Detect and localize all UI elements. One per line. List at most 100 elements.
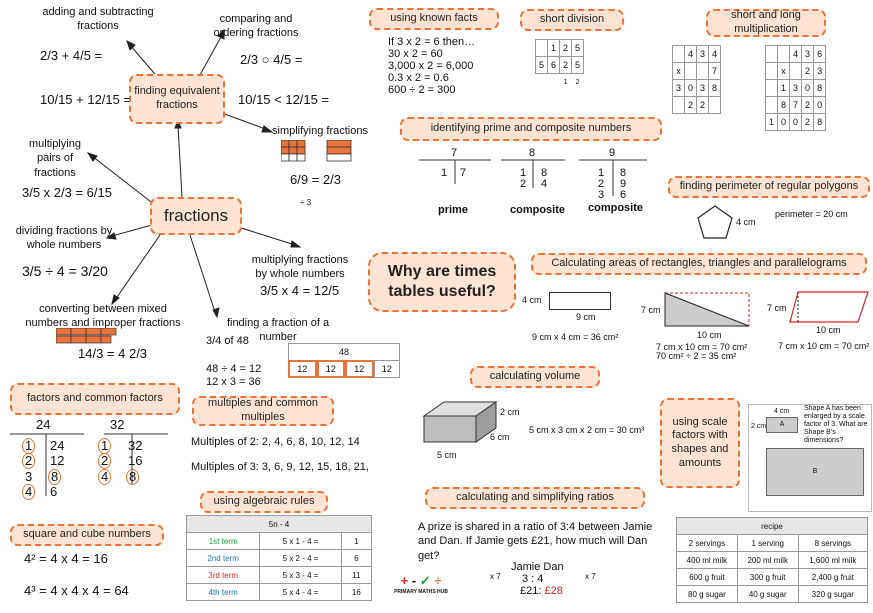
squares-tag: square and cube numbers — [10, 524, 164, 546]
mult-whole-eq: 3/5 x 4 = 12/5 — [260, 283, 340, 298]
cell: 0 — [801, 79, 815, 97]
equivalent-fractions-label: finding equivalent fractions — [134, 85, 220, 111]
cell: 8 — [708, 79, 722, 97]
algebra-label: using algebraic rules — [213, 495, 315, 508]
cell — [534, 39, 549, 57]
recipe-cell: 2,400 g fruit — [797, 568, 869, 586]
ratio-amount-right: £28 — [544, 585, 563, 597]
fraction-of-line2: 12 x 3 = 36 — [206, 376, 261, 388]
factor: 32 — [128, 438, 143, 453]
multiples-of-2: Multiples of 2: 2, 4, 6, 8, 10, 12, 14 — [191, 436, 360, 448]
logo: + - ✓ ÷ PRIMARY MATHS HUB — [391, 573, 451, 607]
cell: 2 — [559, 56, 573, 74]
ratio-names: Jamie Dan — [511, 561, 564, 573]
factor: 4 — [22, 484, 36, 501]
rect-eq: 9 cm x 4 cm = 36 cm² — [532, 332, 619, 342]
ratio-value: 3 : 4 — [522, 573, 544, 585]
parallelogram-shape — [789, 291, 869, 323]
cell — [789, 62, 803, 80]
factors-24: 24 — [36, 417, 51, 432]
multiplying-pairs-eq: 3/5 x 2/3 = 6/15 — [22, 185, 112, 200]
bar-part: 12 — [345, 360, 374, 378]
recipe-cell: 8 servings — [797, 534, 869, 552]
fractions-hub: fractions — [150, 197, 242, 235]
recipe-cell: 600 g fruit — [676, 568, 738, 586]
volume-label: calculating volume — [489, 370, 581, 383]
cell: 1 — [777, 79, 791, 97]
factor: 8 — [541, 167, 548, 179]
bar-part: 12 — [316, 360, 345, 378]
factors-32: 32 — [110, 417, 125, 432]
factor: 1 — [520, 167, 527, 179]
short-division-label: short division — [539, 13, 605, 26]
cell: 4 — [684, 45, 698, 63]
adding-fractions-eq1: 2/3 + 4/5 = — [40, 48, 103, 63]
cell: 3 — [789, 79, 803, 97]
volume-eq: 5 cm x 3 cm x 2 cm = 30 cm³ — [529, 425, 645, 435]
factor: 3 — [598, 189, 605, 201]
small-width: 4 cm — [774, 408, 790, 415]
recipe-cell: 1 serving — [736, 534, 799, 552]
short-division-tag: short division — [520, 9, 624, 31]
fraction-of-eq: 3/4 of 48 — [206, 335, 249, 347]
comparing-fractions-eq2: 10/15 < 12/15 = — [238, 92, 330, 107]
fraction-of-label: finding a fraction of a number — [226, 317, 330, 344]
scale-question: Shape A has been enlarged by a scale fac… — [804, 405, 868, 445]
cell: 8 — [813, 79, 827, 97]
ratios-label: calculating and simplifying ratios — [456, 491, 614, 504]
scale-label: using scale factors with shapes and amou… — [671, 415, 729, 469]
cell: 5 — [571, 39, 585, 57]
known-facts-label: using known facts — [390, 12, 478, 25]
cell: 0 — [789, 113, 803, 131]
cell: 8 — [813, 113, 827, 131]
ratio-amount: £21: £28 — [520, 584, 563, 598]
factor: 2 — [520, 178, 527, 190]
cell — [764, 45, 779, 63]
long-mult-label: short and long multiplication — [731, 9, 801, 35]
factor: 8 — [620, 167, 627, 179]
known-facts-line: 600 ÷ 2 = 300 — [388, 84, 456, 96]
factor: 4 — [98, 469, 112, 486]
cube-eq: 4³ = 4 x 4 x 4 = 64 — [24, 583, 129, 598]
volume-h: 2 cm — [500, 407, 520, 417]
areas-tag: Calculating areas of rectangles, triangl… — [531, 253, 867, 275]
shape-b: B — [766, 448, 864, 496]
cell — [777, 45, 791, 63]
cell — [671, 45, 686, 63]
factor: 8 — [126, 469, 140, 486]
factor: 6 — [50, 484, 58, 499]
cell: 4 — [789, 45, 803, 63]
factor-circled: 1 — [98, 438, 112, 455]
cell: 8 — [777, 96, 791, 114]
page-title: Why are times tables useful? — [387, 263, 497, 300]
ratios-tag: calculating and simplifying ratios — [425, 487, 645, 509]
recipe-cell: 400 ml milk — [676, 551, 738, 569]
factor: 24 — [50, 438, 65, 453]
logo-symbols-icon: + - ✓ ÷ — [400, 573, 442, 588]
simplifying-fraction-bars — [281, 140, 352, 162]
cell: 6 — [813, 45, 827, 63]
cell — [708, 96, 722, 114]
algebra-header: 5n - 4 — [186, 515, 372, 533]
recipe-cell: 200 ml milk — [736, 551, 799, 569]
perimeter-tag: finding perimeter of regular polygons — [668, 176, 870, 198]
converting-eq: 14/3 = 4 2/3 — [78, 346, 148, 361]
cell: 2 — [801, 96, 815, 114]
term-calc: 5 x 2 - 4 = — [259, 549, 342, 567]
recipe-cell: 80 g sugar — [676, 585, 738, 603]
factors-label: factors and common factors — [27, 392, 163, 405]
cell: 2 — [801, 62, 815, 80]
factor-circled: 4 — [22, 484, 36, 501]
known-facts-line: 30 x 2 = 60 — [388, 48, 443, 60]
prime-number: 7 — [451, 147, 458, 159]
prime-tag: identifying prime and composite numbers — [400, 117, 662, 141]
multiplying-pairs-label: multiplying pairs of fractions — [29, 138, 81, 179]
cell — [764, 96, 779, 114]
cell — [764, 62, 779, 80]
cell: 4 — [708, 45, 722, 63]
factor: 8 — [48, 469, 62, 486]
cell: 2 — [684, 96, 698, 114]
shape-a: A — [766, 417, 798, 433]
squares-label: square and cube numbers — [23, 528, 151, 541]
recipe-cell: 300 g fruit — [736, 568, 799, 586]
